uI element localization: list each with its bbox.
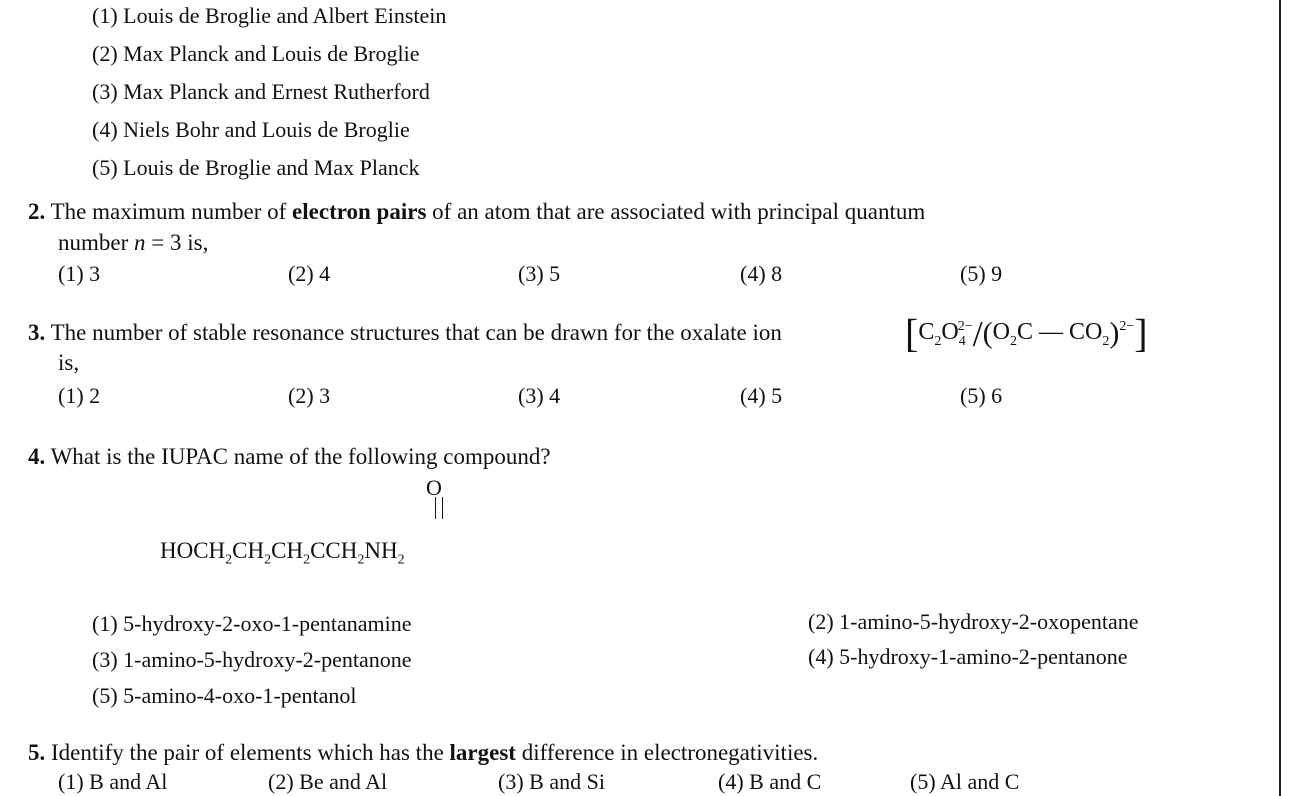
q4-text: What is the IUPAC name of the following … <box>50 444 551 469</box>
q2-text-bold: electron pairs <box>292 199 427 224</box>
q4-option-2: (2) 1-amino-5-hydroxy-2-oxopentane <box>808 609 1139 634</box>
q3-text-a: The number of stable resonance structure… <box>50 320 782 345</box>
q5-option-3: (3) B and Si <box>498 769 605 794</box>
q2-option-1: (1) 3 <box>58 261 101 286</box>
q2-text-c2: = 3 is, <box>151 230 209 255</box>
q4-option-4: (4) 5-hydroxy-1-amino-2-pentanone <box>808 644 1128 669</box>
q2-option-4: (4) 8 <box>740 261 783 286</box>
q2-option-3: (3) 5 <box>518 261 561 286</box>
q1-option-4: (4) Niels Bohr and Louis de Broglie <box>92 117 410 142</box>
carbonyl-double-bond <box>435 497 443 519</box>
q2-option-2: (2) 4 <box>288 261 331 286</box>
q5-stem: 5. Identify the pair of elements which h… <box>28 738 818 768</box>
q5-option-1: (1) B and Al <box>58 769 168 794</box>
q5-number: 5. <box>28 740 46 765</box>
q5-option-2: (2) Be and Al <box>268 769 388 794</box>
q2-number: 2. <box>28 199 46 224</box>
q3-stem-line1: 3. The number of stable resonance struct… <box>28 318 782 348</box>
q5-option-5: (5) Al and C <box>910 769 1020 794</box>
q4-number: 4. <box>28 444 46 469</box>
q4-option-1: (1) 5-hydroxy-2-oxo-1-pentanamine <box>92 611 412 636</box>
q3-oxalate-formula: [C2O42−/(O2C — CO2)2−] <box>905 310 1148 356</box>
q4-option-3: (3) 1-amino-5-hydroxy-2-pentanone <box>92 647 412 672</box>
q4-option-5: (5) 5-amino-4-oxo-1-pentanol <box>92 683 357 708</box>
q2-variable-n: n <box>134 230 146 255</box>
compound-structural-formula: HOCH2CH2CH2CCH2NH2 <box>160 538 405 568</box>
q3-option-2: (2) 3 <box>288 383 331 408</box>
q1-option-2: (2) Max Planck and Louis de Broglie <box>92 41 420 66</box>
q2-text-a: The maximum number of <box>50 199 287 224</box>
q2-option-5: (5) 9 <box>960 261 1003 286</box>
q3-number: 3. <box>28 320 46 345</box>
q5-text-a: Identify the pair of elements which has … <box>51 740 444 765</box>
q5-text-b: difference in electronegativities. <box>521 740 819 765</box>
q5-option-4: (4) B and C <box>718 769 822 794</box>
q3-option-5: (5) 6 <box>960 383 1003 408</box>
q1-option-1: (1) Louis de Broglie and Albert Einstein <box>92 3 447 28</box>
q1-option-5: (5) Louis de Broglie and Max Planck <box>92 155 420 180</box>
q2-text-b: of an atom that are associated with prin… <box>432 199 926 224</box>
q2-text-c1: number <box>58 230 129 255</box>
q5-text-bold: largest <box>449 740 516 765</box>
q3-text-b: is, <box>58 350 80 375</box>
q3-option-4: (4) 5 <box>740 383 783 408</box>
carbonyl-oxygen: O <box>426 475 442 500</box>
q4-stem: 4. What is the IUPAC name of the followi… <box>28 442 551 472</box>
q3-option-1: (1) 2 <box>58 383 101 408</box>
q2-stem-line1: 2. The maximum number of electron pairs … <box>28 197 925 227</box>
right-border-rule <box>1279 0 1281 796</box>
q1-option-3: (3) Max Planck and Ernest Rutherford <box>92 79 430 104</box>
q3-option-3: (3) 4 <box>518 383 561 408</box>
q2-stem-line2: number n = 3 is, <box>58 228 208 258</box>
